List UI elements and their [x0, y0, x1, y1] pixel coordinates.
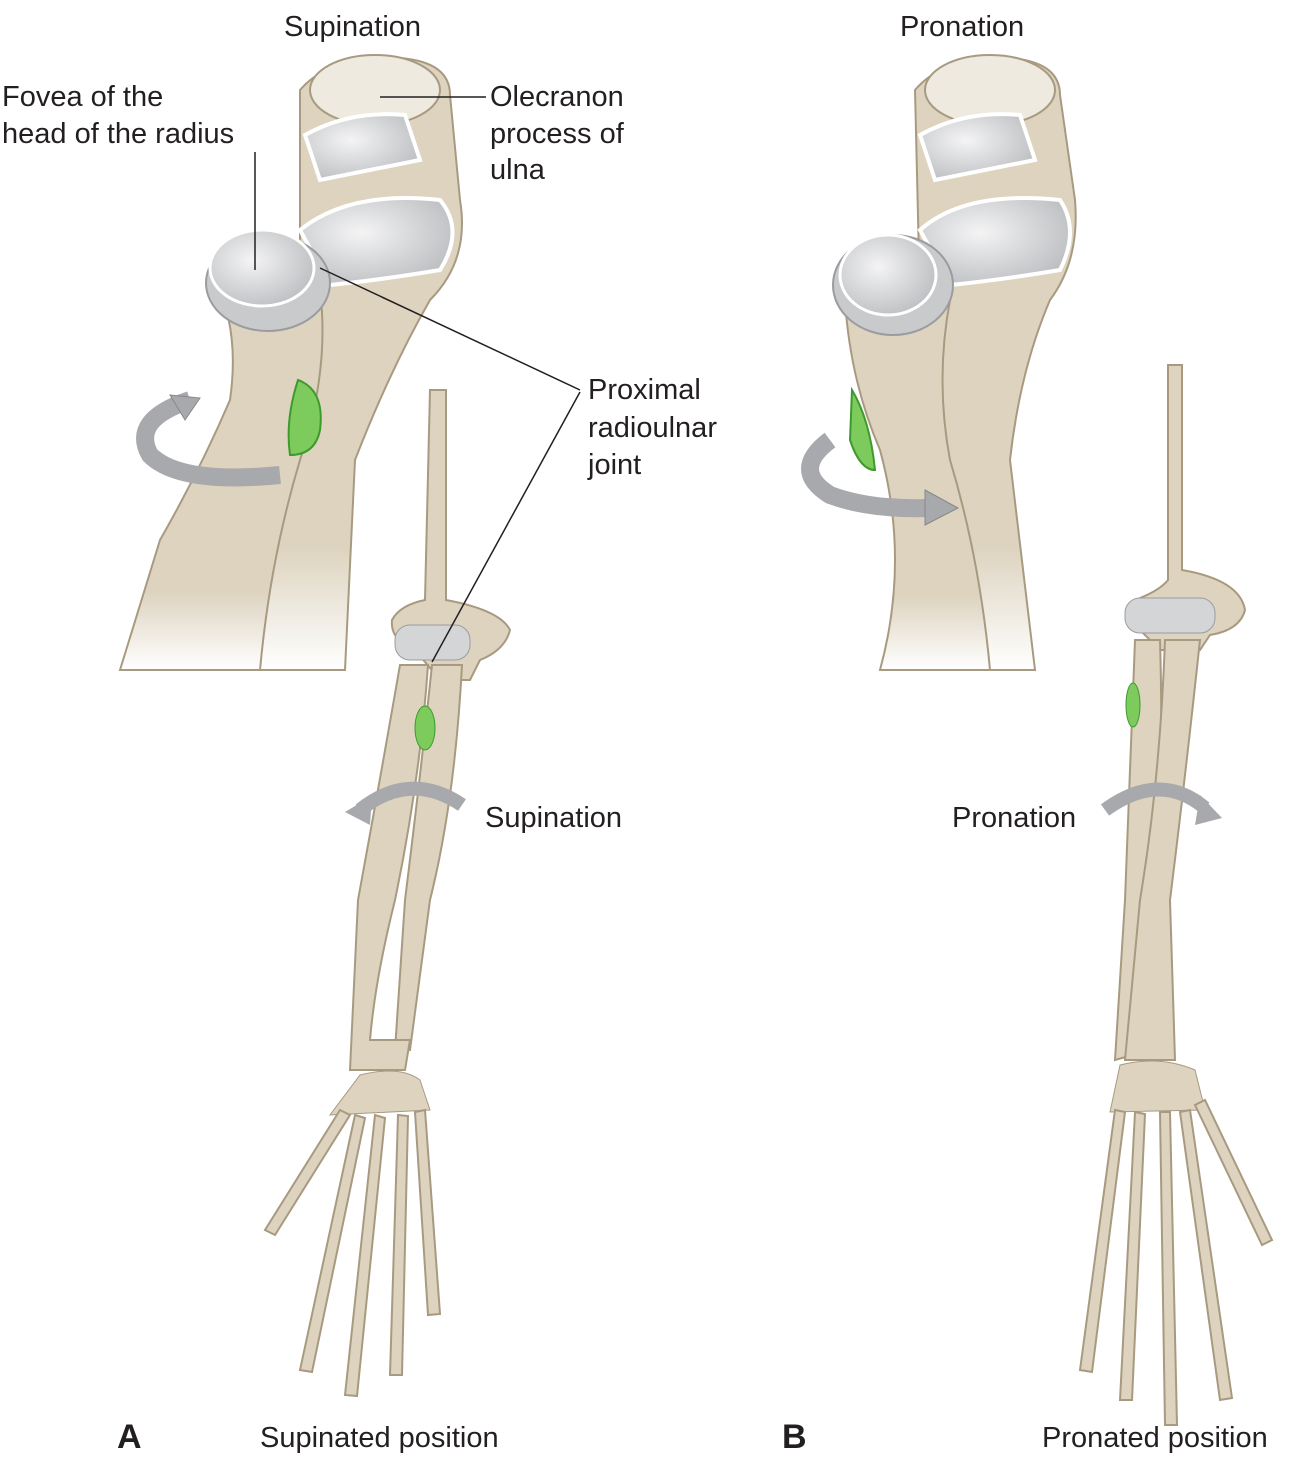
top-title-pronation: Pronation — [900, 11, 1025, 43]
pronated-forearm — [1078, 364, 1274, 1426]
trochlear-notch-upper — [302, 112, 423, 183]
leader-proximal-joint-2 — [431, 391, 581, 663]
supination-elbow-closeup — [118, 54, 463, 671]
radius-b — [1123, 639, 1202, 1061]
pronation-elbow-closeup — [801, 54, 1077, 671]
pronation-rotation-arrow-closeup — [801, 432, 931, 518]
annular-ligament-closeup — [287, 378, 322, 457]
caption-a: Supinated position — [260, 1422, 499, 1454]
radius-closeup-b — [843, 299, 992, 671]
trochlear-notch-lower — [297, 196, 455, 288]
label-olecranon-line1: Olecranon — [490, 81, 624, 113]
supinated-forearm — [263, 389, 512, 1398]
annular-ligament-a — [414, 705, 436, 751]
fingers-a — [263, 1108, 442, 1398]
arrowhead — [169, 394, 201, 421]
top-title-supination: Supination — [284, 11, 422, 43]
label-fovea-line2: head of the radius — [2, 118, 235, 150]
elbow-joint-a — [394, 624, 471, 661]
panel-letter-b: B — [782, 1418, 807, 1456]
fovea-of-radial-head — [208, 228, 316, 308]
label-fovea-line1: Fovea of the — [2, 81, 164, 113]
label-proximal-line3: joint — [588, 449, 642, 481]
radius-a — [348, 664, 430, 1071]
caption-b: Pronated position — [1042, 1422, 1268, 1454]
panel-letter-a: A — [117, 1418, 142, 1456]
leader-lines — [254, 96, 581, 663]
label-proximal-line2: radioulnar — [588, 412, 717, 444]
arrowhead — [345, 796, 372, 825]
label-olecranon-line3: ulna — [490, 154, 545, 186]
carpals-a — [328, 1070, 431, 1116]
motion-label-supination: Supination — [485, 802, 623, 834]
motion-label-pronation: Pronation — [952, 802, 1077, 834]
label-proximal-line1: Proximal — [588, 374, 701, 406]
supination-rotation-arrow-closeup — [136, 391, 281, 487]
leader-proximal-joint-1 — [319, 267, 581, 391]
pronation-arrow-b — [1100, 782, 1210, 816]
humerus-a — [390, 389, 512, 681]
label-olecranon-line2: process of — [490, 118, 624, 150]
